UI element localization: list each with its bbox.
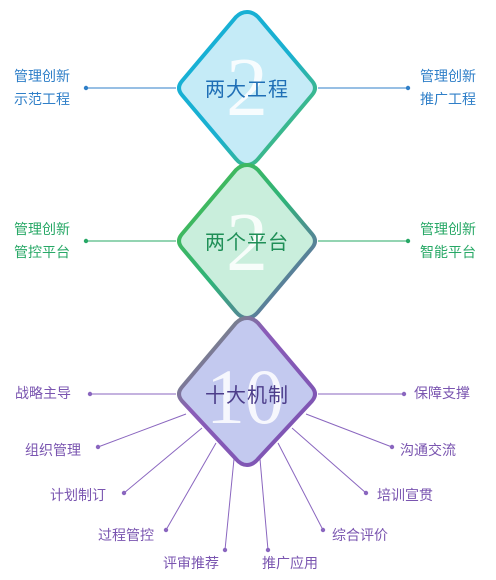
mechanism-item-1: 战略主导 — [15, 386, 71, 402]
mechanism-item-5: 计划制订 — [50, 488, 106, 504]
mechanism-item-7: 过程管控 — [98, 528, 154, 544]
node-engineering-diamond: 2 — [177, 9, 317, 168]
mechanism-item-2: 保障支撑 — [414, 386, 470, 402]
engineering-left-label-1: 管理创新 — [14, 69, 70, 85]
mechanism-item-9: 评审推荐 — [163, 556, 219, 572]
node-platform-numeral: 2 — [226, 196, 268, 289]
node-platform-connectors — [83, 238, 411, 244]
platform-right-label-1: 管理创新 — [420, 222, 476, 238]
node-engineering-connectors — [83, 85, 411, 91]
mechanism-item-8: 综合评价 — [332, 528, 388, 544]
mechanism-item-10: 推广应用 — [262, 556, 318, 572]
node-mechanism-numeral: 10 — [206, 353, 284, 440]
platform-left-label-2: 管控平台 — [14, 245, 70, 261]
mechanism-item-6: 培训宣贯 — [377, 488, 433, 504]
engineering-right-label-1: 管理创新 — [420, 69, 476, 85]
platform-right-label-2: 智能平台 — [420, 245, 476, 261]
mechanism-item-3: 组织管理 — [25, 443, 81, 459]
node-engineering-numeral: 2 — [226, 41, 268, 134]
platform-left-label-1: 管理创新 — [14, 222, 70, 238]
node-engineering-title: 两大工程 — [205, 77, 289, 101]
node-mechanism-title: 十大机制 — [205, 383, 289, 407]
engineering-left-label-2: 示范工程 — [14, 92, 70, 108]
node-platform-title: 两个平台 — [205, 230, 289, 254]
node-mechanism-diamond: 10 — [177, 315, 317, 468]
mechanism-item-4: 沟通交流 — [400, 443, 456, 459]
node-mechanism-connectors — [87, 391, 407, 553]
engineering-right-label-2: 推广工程 — [420, 92, 476, 108]
